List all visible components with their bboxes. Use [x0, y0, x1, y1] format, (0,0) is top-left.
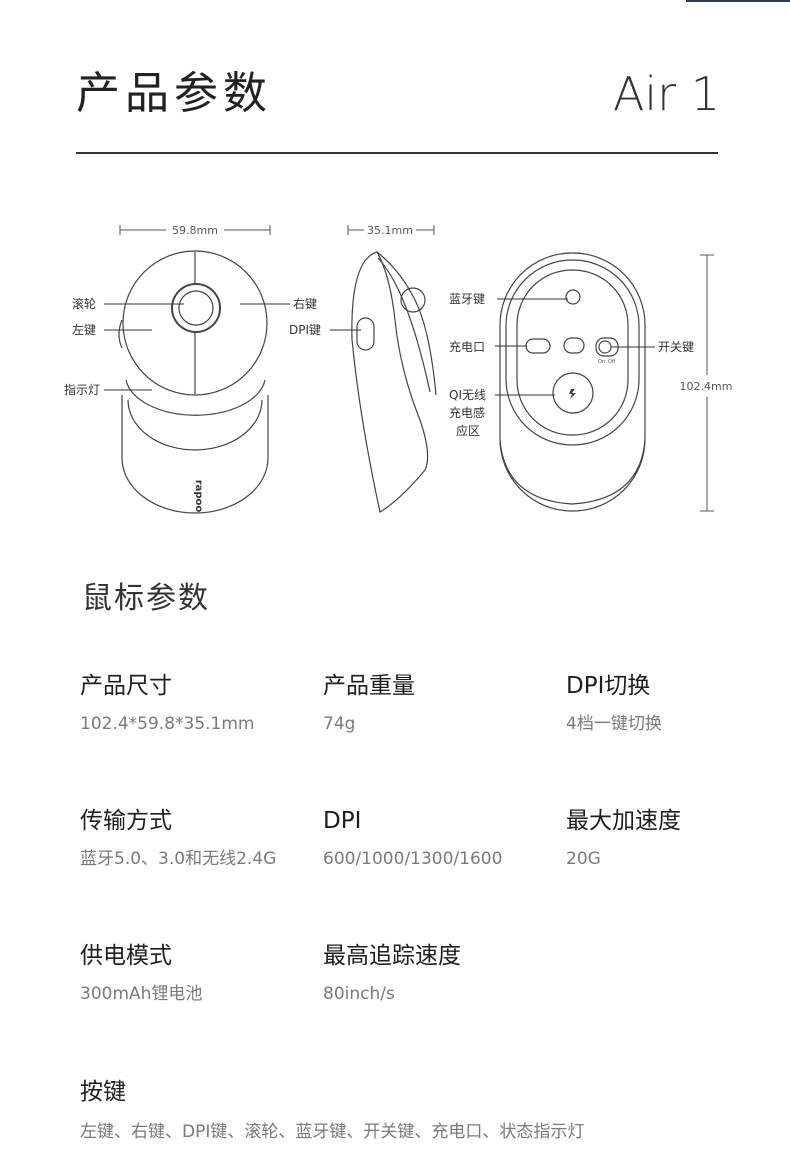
title-divider	[76, 152, 718, 154]
spec-item: 最大加速度 20G	[566, 805, 681, 871]
bottom-view-mouse	[499, 252, 646, 512]
label-power-switch: 开关键	[658, 340, 694, 354]
label-dpi-key: DPI键	[289, 323, 321, 337]
spec-label: 最大加速度	[566, 808, 681, 834]
label-right-key: 右键	[293, 296, 317, 311]
label-scroll-wheel: 滚轮	[72, 296, 96, 311]
spec-value: 80inch/s	[323, 984, 395, 1004]
spec-value: 600/1000/1300/1600	[323, 849, 503, 869]
depth-dimension: 35.1mm	[367, 224, 413, 237]
logo-text: rapoo	[193, 480, 204, 513]
spec-value: 74g	[323, 714, 356, 734]
spec-label: DPI	[323, 808, 362, 834]
switch-on-text: On	[598, 359, 605, 365]
spec-item: DPI切换 4档一键切换	[566, 670, 662, 736]
top-accent-bar	[686, 0, 790, 2]
spec-label: DPI切换	[566, 673, 651, 699]
label-bluetooth-key: 蓝牙键	[449, 292, 485, 306]
wireless-charge-icon	[569, 389, 576, 399]
spec-item: 最高追踪速度 80inch/s	[323, 940, 461, 1006]
section-title: 鼠标参数	[82, 581, 210, 616]
spec-label: 产品重量	[323, 673, 415, 699]
spec-item: 传输方式 蓝牙5.0、3.0和无线2.4G	[80, 805, 276, 871]
spec-value: 4档一键切换	[566, 714, 662, 734]
switch-off-text: Off	[608, 359, 616, 365]
spec-item: 产品重量 74g	[323, 670, 415, 736]
label-charging-port: 充电口	[449, 339, 485, 354]
spec-label: 最高追踪速度	[323, 943, 461, 969]
spec-value: 20G	[566, 849, 601, 869]
spec-item: DPI 600/1000/1300/1600	[323, 805, 502, 871]
height-dimension: 102.4mm	[680, 380, 733, 393]
page-title: 产品参数	[76, 68, 272, 119]
spec-value: 蓝牙5.0、3.0和无线2.4G	[80, 849, 277, 869]
keys-section: 按键 左键、右键、DPI键、滚轮、蓝牙键、开关键、充电口、状态指示灯	[80, 1076, 720, 1144]
label-qi-line2: 充电感	[449, 405, 485, 420]
label-qi-line3: 应区	[456, 423, 480, 438]
label-indicator: 指示灯	[64, 382, 100, 397]
spec-label: 传输方式	[80, 808, 172, 834]
label-left-key: 左键	[72, 322, 96, 337]
spec-label: 供电模式	[80, 943, 172, 969]
spec-value: 300mAh锂电池	[80, 984, 203, 1004]
spec-value: 102.4*59.8*35.1mm	[80, 714, 255, 734]
side-view-mouse	[351, 251, 437, 513]
top-view-mouse	[118, 250, 269, 514]
label-qi-line1: QI无线	[449, 388, 486, 402]
spec-item: 产品尺寸 102.4*59.8*35.1mm	[80, 670, 255, 736]
keys-label: 按键	[80, 1079, 126, 1105]
keys-value: 左键、右键、DPI键、滚轮、蓝牙键、开关键、充电口、状态指示灯	[80, 1122, 585, 1142]
spec-item: 供电模式 300mAh锂电池	[80, 940, 202, 1006]
spec-label: 产品尺寸	[80, 673, 172, 699]
product-diagram: On Off rapoo 59.8mm 35.1mm 102.4mm 滚轮 左键…	[64, 224, 733, 514]
brand-name: Air 1	[612, 67, 720, 121]
width-dimension: 59.8mm	[172, 224, 218, 237]
